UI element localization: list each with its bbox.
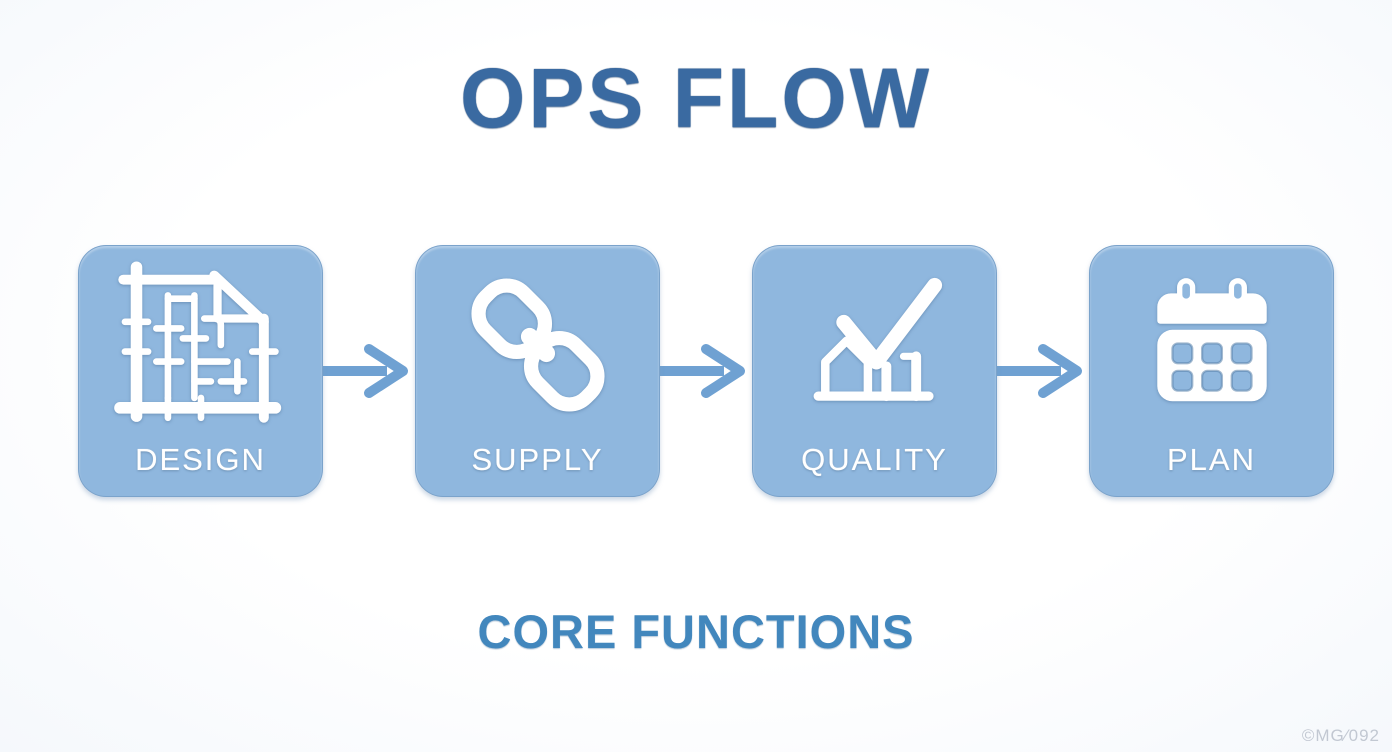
checkmark-chart-icon [791, 254, 959, 436]
step-label-supply: SUPPLY [471, 442, 604, 477]
diagram-title: OPS FLOW [460, 51, 932, 145]
diagram-subtitle: CORE FUNCTIONS [477, 605, 915, 658]
flow-arrow-icon [660, 339, 752, 403]
step-plan: PLAN [1089, 245, 1334, 497]
step-design: DESIGN [78, 245, 323, 497]
flow-row: DESIGN SUPPLY [78, 245, 1334, 497]
step-supply: SUPPLY [415, 245, 660, 497]
step-label-design: DESIGN [135, 442, 266, 477]
chain-link-icon [459, 254, 617, 436]
blueprint-document-icon [106, 254, 296, 436]
watermark: ©MG⁄092 [1301, 726, 1380, 745]
calendar-icon [1136, 254, 1288, 436]
step-label-quality: QUALITY [801, 442, 948, 477]
step-quality: QUALITY [752, 245, 997, 497]
step-label-plan: PLAN [1167, 442, 1256, 477]
flow-arrow-icon [323, 339, 415, 403]
flow-arrow-icon [997, 339, 1089, 403]
